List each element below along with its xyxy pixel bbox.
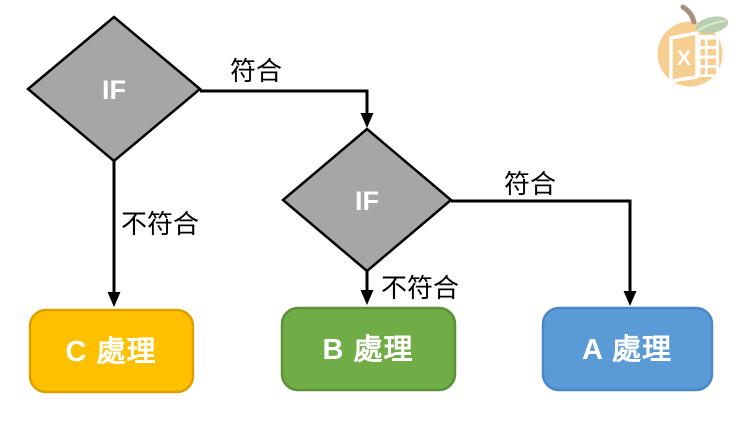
process-b-shape	[280, 306, 457, 392]
edge-label-if1-match: 符合	[230, 57, 282, 86]
decision-node-if2: IF	[281, 127, 453, 273]
edge-if1-nomatch: 不符合	[107, 161, 199, 307]
edge-label-if2-nomatch: 不符合	[381, 274, 459, 303]
edge-if2-match: 符合	[451, 170, 637, 306]
edge-label-if1-nomatch: 不符合	[121, 210, 199, 239]
arrowhead-down-icon	[360, 113, 374, 128]
logo-leaf-vein	[698, 20, 726, 31]
arrowhead-down-icon	[623, 291, 637, 306]
arrowhead-down-icon	[360, 290, 374, 305]
arrowhead-down-icon	[107, 292, 121, 307]
process-c-label: C 處理	[65, 335, 156, 368]
edge-label-if2-match: 符合	[504, 170, 556, 199]
process-node-a: A 處理	[541, 306, 714, 392]
edge-if1-match: 符合	[200, 57, 374, 128]
excel-orange-logo: X	[657, 4, 729, 87]
diamond-shape	[281, 127, 453, 273]
diamond-shape	[26, 15, 202, 163]
decision-if2-label: IF	[355, 186, 379, 216]
decision-if1-label: IF	[102, 75, 126, 105]
process-b-label: B 處理	[322, 333, 413, 366]
process-node-c: C 處理	[28, 308, 195, 394]
decision-node-if1: IF	[26, 15, 202, 163]
excel-x-letter: X	[677, 47, 691, 70]
excel-grid-icon	[697, 35, 719, 77]
process-a-label: A 處理	[582, 333, 672, 366]
edge-if2-match-line	[451, 199, 632, 295]
excel-page-icon	[669, 31, 699, 83]
edge-if1-match-line	[200, 89, 369, 118]
logo-stem	[680, 4, 697, 25]
process-c-shape	[28, 308, 195, 394]
edge-if2-nomatch: 不符合	[360, 271, 459, 305]
process-node-b: B 處理	[280, 306, 457, 392]
process-a-shape	[541, 306, 714, 392]
